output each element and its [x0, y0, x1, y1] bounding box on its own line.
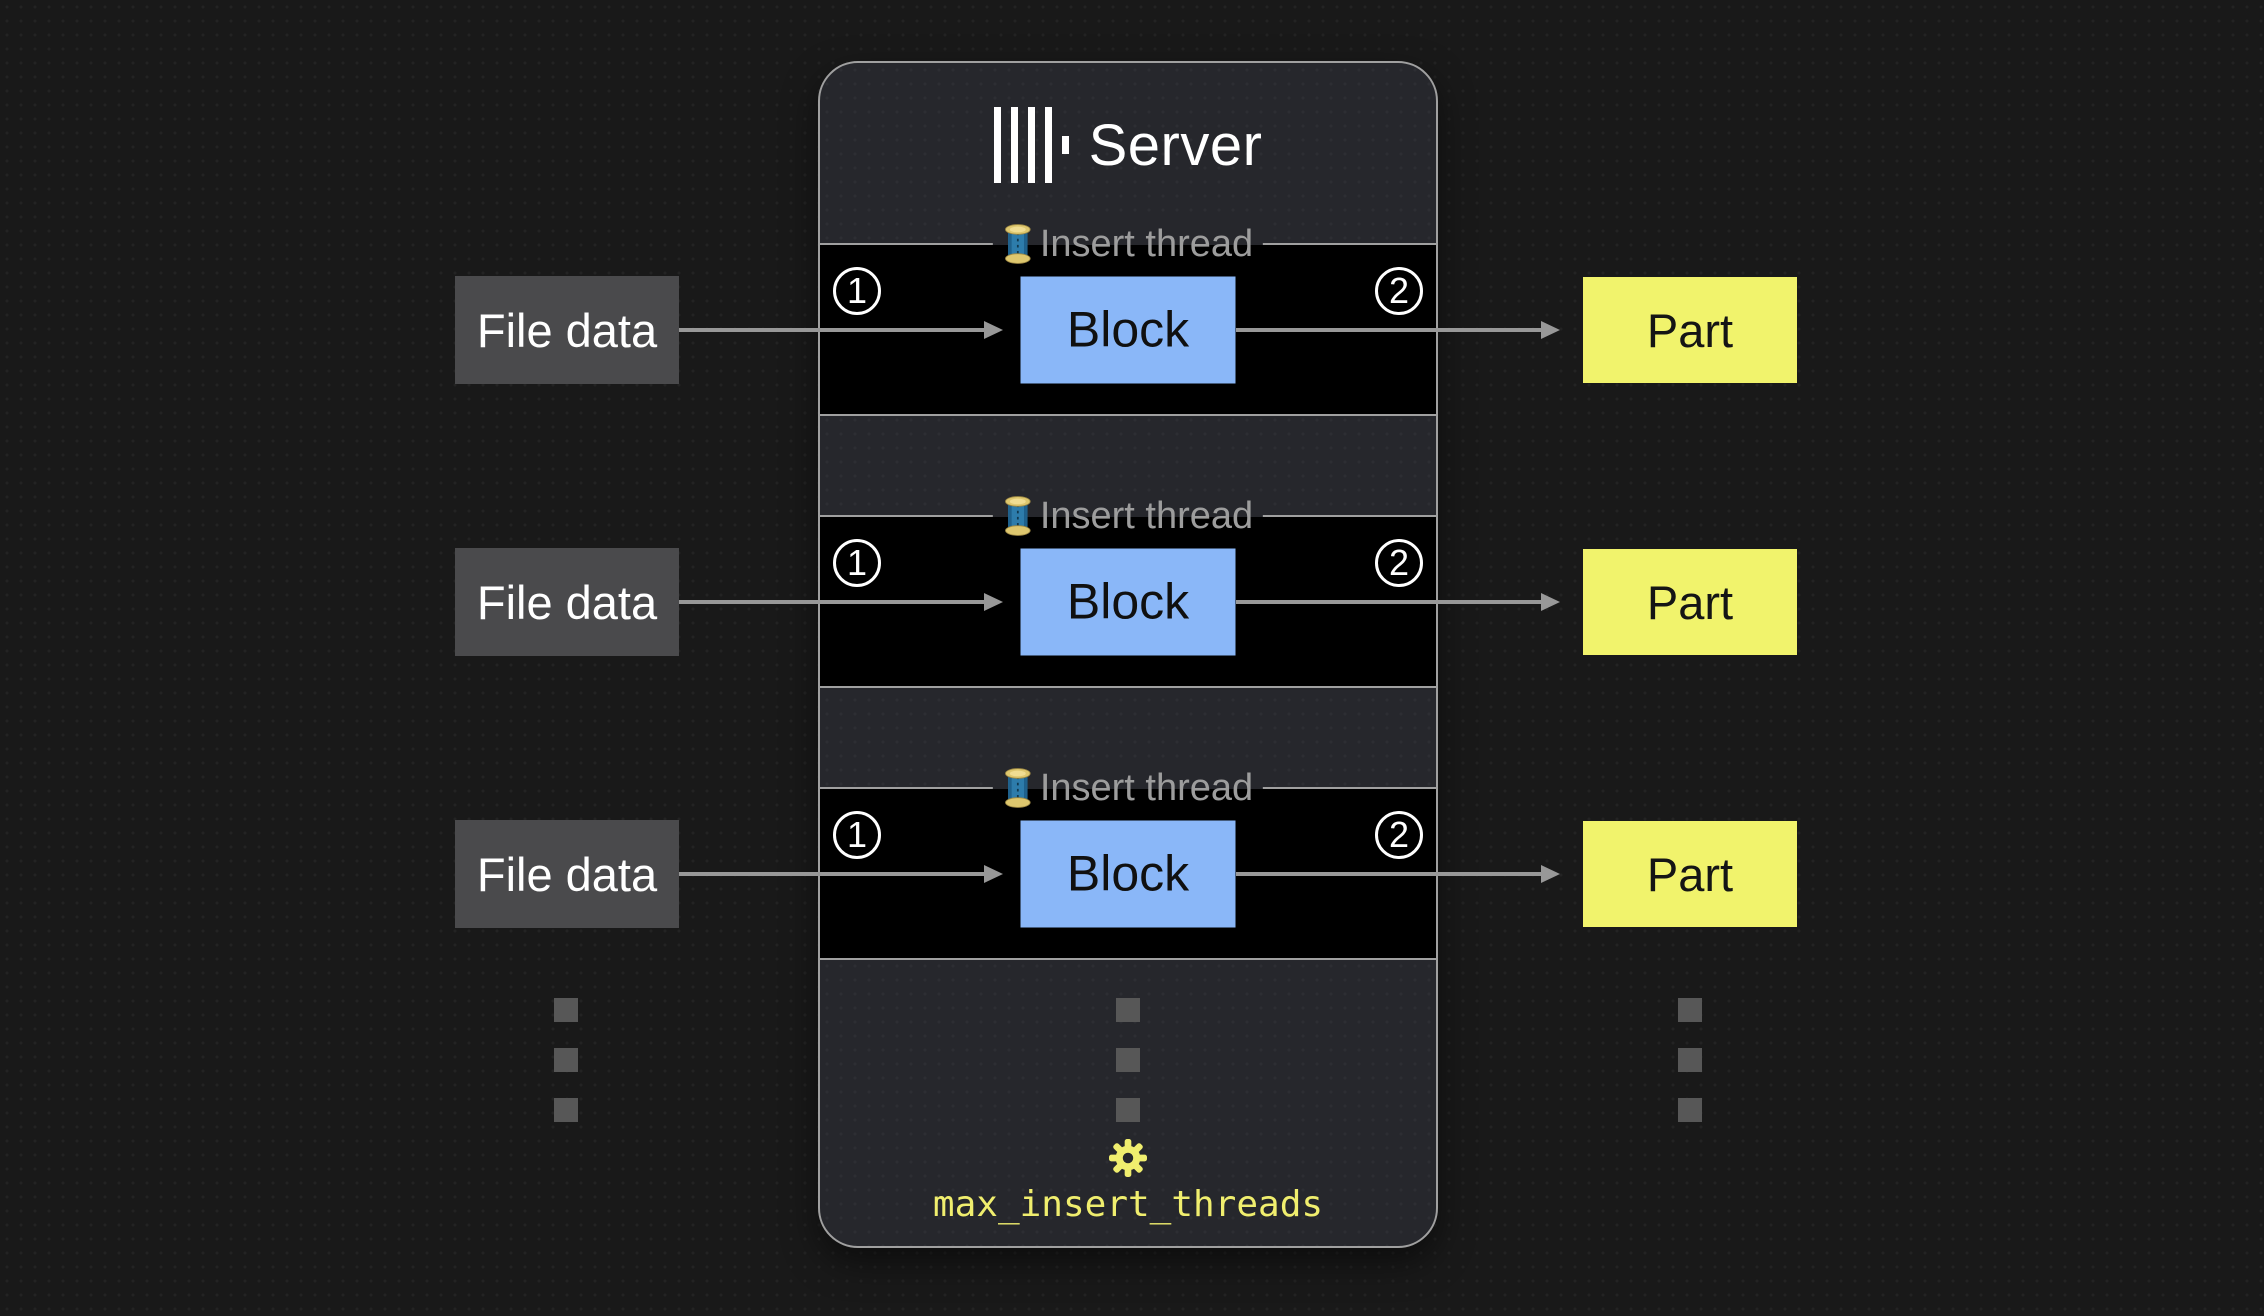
ellipsis-dot [554, 1098, 578, 1122]
part-node: Part [1583, 821, 1797, 927]
insert-thread-label-text: Insert thread [1039, 494, 1254, 537]
insert-thread-label-text: Insert thread [1039, 766, 1254, 809]
insert-thread-row: Insert thread 1 Block 2 [818, 765, 1438, 960]
ellipsis-dot [554, 1048, 578, 1072]
arrow-file-to-block [679, 593, 1003, 611]
arrow-file-to-block [679, 865, 1003, 883]
arrow-shaft [679, 872, 987, 876]
clickhouse-logo-icon [993, 107, 1069, 183]
server-title: Server [1088, 112, 1263, 178]
step-2-badge: 2 [1375, 539, 1423, 587]
step-1-badge: 1 [833, 267, 881, 315]
arrow-block-to-part [1236, 321, 1560, 339]
block-node: Block [1020, 276, 1236, 383]
ellipsis-dots-inputs [554, 998, 578, 1122]
setting-name: max_insert_threads [932, 1184, 1324, 1225]
file-data-node: File data [455, 820, 679, 928]
part-node: Part [1583, 277, 1797, 383]
thread-spool-icon [1005, 224, 1031, 264]
arrow-head [1541, 593, 1560, 611]
insert-thread-label-text: Insert thread [1039, 222, 1254, 265]
arrow-shaft [1236, 328, 1544, 332]
insert-thread-label: Insert thread [992, 493, 1264, 539]
server-container: Server Insert thread 1 Block 2 [818, 61, 1438, 1248]
arrow-block-to-part [1236, 865, 1560, 883]
ellipsis-dot [1678, 1048, 1702, 1072]
arrow-shaft [679, 328, 987, 332]
gear-icon [1109, 1139, 1147, 1182]
ellipsis-dot [1116, 998, 1140, 1022]
thread-spool-icon [1005, 768, 1031, 808]
step-2-badge: 2 [1375, 267, 1423, 315]
step-1-badge: 1 [833, 811, 881, 859]
arrow-file-to-block [679, 321, 1003, 339]
ellipsis-dots-server [1116, 998, 1140, 1122]
thread-spool-icon [1005, 496, 1031, 536]
ellipsis-dot [1116, 1048, 1140, 1072]
arrow-head [984, 865, 1003, 883]
ellipsis-dot [554, 998, 578, 1022]
arrow-head [984, 321, 1003, 339]
insert-thread-label: Insert thread [992, 221, 1264, 267]
arrow-block-to-part [1236, 593, 1560, 611]
block-node: Block [1020, 820, 1236, 927]
step-2-badge: 2 [1375, 811, 1423, 859]
step-1-badge: 1 [833, 539, 881, 587]
arrow-shaft [679, 600, 987, 604]
file-data-node: File data [455, 548, 679, 656]
arrow-head [1541, 865, 1560, 883]
ellipsis-dot [1678, 998, 1702, 1022]
block-node: Block [1020, 548, 1236, 655]
arrow-head [1541, 321, 1560, 339]
ellipsis-dot [1116, 1098, 1140, 1122]
ellipsis-dots-outputs [1678, 998, 1702, 1122]
ellipsis-dot [1678, 1098, 1702, 1122]
arrow-head [984, 593, 1003, 611]
part-node: Part [1583, 549, 1797, 655]
server-header: Server [820, 63, 1436, 227]
arrow-shaft [1236, 872, 1544, 876]
arrow-shaft [1236, 600, 1544, 604]
file-data-node: File data [455, 276, 679, 384]
insert-thread-label: Insert thread [992, 765, 1264, 811]
